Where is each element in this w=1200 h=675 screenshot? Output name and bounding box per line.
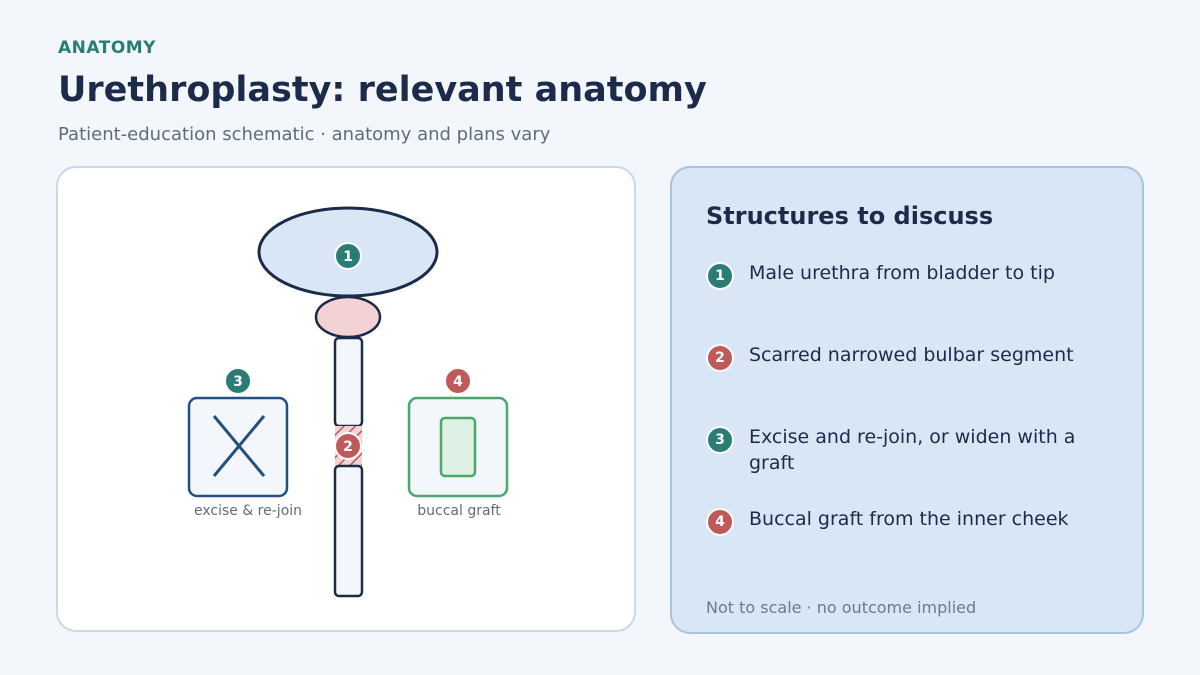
graft-label: buccal graft xyxy=(417,503,501,519)
legend-card: Structures to discuss 1 Male urethra fro… xyxy=(670,166,1144,634)
legend-item-4: 4 Buccal graft from the inner cheek xyxy=(706,506,1106,588)
prostate-shape xyxy=(314,295,382,339)
legend-text-2: Scarred narrowed bulbar segment xyxy=(749,344,1074,366)
legend-text-1: Male urethra from bladder to tip xyxy=(749,262,1055,284)
badge-3: 3 xyxy=(224,367,252,395)
page-subtitle: Patient-education schematic · anatomy an… xyxy=(58,124,551,145)
legend-item-2: 2 Scarred narrowed bulbar segment xyxy=(706,342,1106,424)
badge-4: 4 xyxy=(444,367,472,395)
legend-list: 1 Male urethra from bladder to tip 2 Sca… xyxy=(706,260,1106,588)
legend-badge-4: 4 xyxy=(706,508,734,536)
legend-text-3: Excise and re-join, or widen with a graf… xyxy=(749,426,1076,474)
excise-cross-icon-2 xyxy=(212,415,266,477)
legend-badge-3: 3 xyxy=(706,426,734,454)
svg-text:2: 2 xyxy=(343,439,353,455)
graft-patch-icon xyxy=(439,416,477,478)
svg-text:4: 4 xyxy=(453,374,463,390)
urethra-lower-segment xyxy=(333,464,364,598)
diagram-card: excise & re-join buccal graft 1 2 3 4 xyxy=(56,166,636,632)
legend-item-3: 3 Excise and re-join, or widen with a gr… xyxy=(706,424,1106,506)
anatomy-diagram: excise & re-join buccal graft 1 2 3 4 xyxy=(187,206,509,598)
urethra-upper-segment xyxy=(333,336,364,428)
svg-text:3: 3 xyxy=(233,374,243,390)
page-title: Urethroplasty: relevant anatomy xyxy=(58,70,707,110)
eyebrow: ANATOMY xyxy=(58,38,156,58)
badge-2: 2 xyxy=(334,432,362,460)
legend-text-4: Buccal graft from the inner cheek xyxy=(749,508,1069,530)
excise-label: excise & re-join xyxy=(194,503,302,519)
legend-item-1: 1 Male urethra from bladder to tip xyxy=(706,260,1106,342)
legend-title: Structures to discuss xyxy=(706,202,994,230)
badge-1: 1 xyxy=(334,242,362,270)
legend-badge-1: 1 xyxy=(706,262,734,290)
footnote: Not to scale · no outcome implied xyxy=(706,598,977,617)
svg-text:1: 1 xyxy=(343,249,353,265)
legend-badge-2: 2 xyxy=(706,344,734,372)
